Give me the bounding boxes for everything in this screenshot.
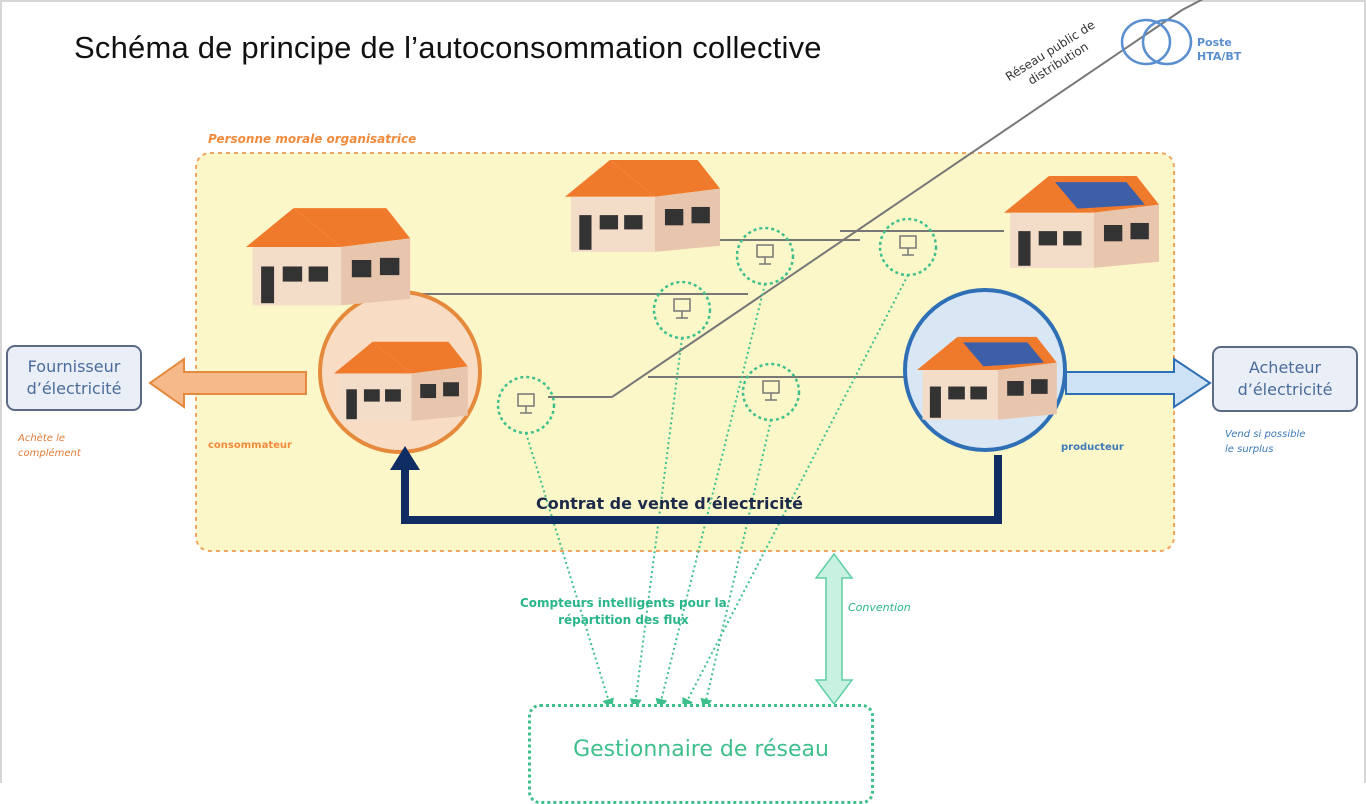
consommateur-label: consommateur [208,440,292,451]
meter-link [629,337,683,711]
page-title: Schéma de principe de l’autoconsommation… [74,30,822,65]
public-grid-line-extension [1181,0,1204,11]
convention-label: Convention [848,601,911,614]
fournisseur-box: Fournisseur d’électricité [6,345,142,411]
contract-arrowhead [390,446,420,470]
vend-surplus-label: Vend si possible le surplus [1225,429,1306,455]
poste-label: Poste HTA/BT [1197,36,1242,63]
transformer-icon [1120,18,1193,66]
acheteur-arrow [1065,357,1212,409]
acheteur-box: Acheteur d’électricité [1212,346,1358,412]
producer-house-icon [917,336,1057,420]
gestionnaire-box: Gestionnaire de réseau [528,704,874,804]
contract-label: Contrat de vente d’électricité [536,494,803,513]
public-grid-line [611,9,1183,398]
producteur-label: producteur [1061,442,1124,453]
achete-complement-label: Achète le complément [18,433,81,459]
fournisseur-arrow [148,357,307,409]
diagram-frame [0,0,1366,783]
smart-meters-label: Compteurs intelligents pour la répartiti… [520,596,727,627]
organisation-label: Personne morale organisatrice [208,132,417,146]
meter-link [700,419,772,711]
solar-house-icon [1004,176,1160,268]
organisation-area [195,152,1175,552]
diagram-canvas [148,0,1212,711]
gestionnaire-label: Gestionnaire de réseau [573,737,829,762]
convention-arrow [814,552,854,706]
meter-link [655,283,766,711]
contract-arrow [401,455,1002,524]
meter-link [682,274,909,711]
